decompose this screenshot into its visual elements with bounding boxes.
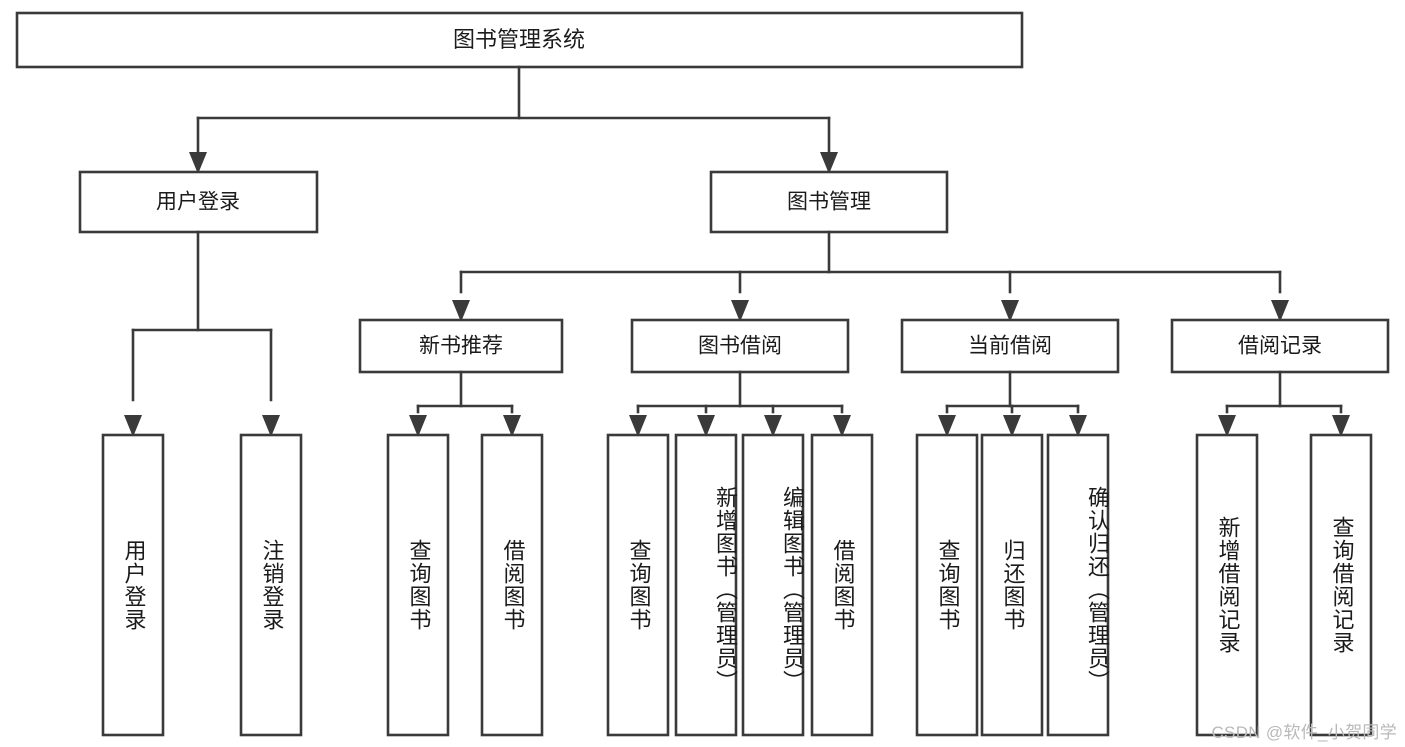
node-current-borrow-label: 当前借阅 bbox=[968, 335, 1052, 358]
node-root-box[interactable] bbox=[15, 11, 1024, 69]
node-book-borrow-label: 图书借阅 bbox=[698, 335, 782, 358]
connector-current-borrow-to-leaves bbox=[938, 370, 1087, 437]
leaf-edit-book-box[interactable] bbox=[741, 433, 805, 737]
leaf-query-record-box[interactable] bbox=[1309, 433, 1373, 737]
leaf-confirm-return-box[interactable] bbox=[1046, 433, 1110, 737]
connector-root-to-level2 bbox=[189, 65, 838, 174]
leaf-query-book-2-box[interactable] bbox=[606, 433, 670, 737]
leaf-user-login-box[interactable] bbox=[101, 433, 165, 737]
leaf-add-record-box[interactable] bbox=[1195, 433, 1259, 737]
leaf-borrow-book-1-box[interactable] bbox=[480, 433, 544, 737]
leaf-borrow-book-2-box[interactable] bbox=[810, 433, 874, 737]
connector-book-management-to-level3 bbox=[452, 230, 1289, 322]
node-user-login-box[interactable] bbox=[78, 170, 319, 234]
leaf-return-book-box[interactable] bbox=[980, 433, 1044, 737]
leaf-logout-box[interactable] bbox=[239, 433, 303, 737]
node-current-borrow-box[interactable] bbox=[900, 318, 1120, 374]
node-root-label: 图书管理系统 bbox=[453, 27, 585, 52]
connector-new-book-recommend-to-leaves bbox=[409, 370, 521, 437]
node-book-management-label: 图书管理 bbox=[787, 191, 871, 214]
leaf-add-book-box[interactable] bbox=[674, 433, 738, 737]
arrow-to-book-management bbox=[820, 152, 838, 174]
node-user-login-label: 用户登录 bbox=[156, 191, 240, 214]
leaf-query-book-1-box[interactable] bbox=[386, 433, 450, 737]
connector-user-login-to-leaves bbox=[124, 230, 280, 437]
connector-book-borrow-to-leaves bbox=[629, 370, 851, 437]
connector-borrow-record-to-leaves bbox=[1218, 370, 1350, 437]
node-new-book-recommend-label: 新书推荐 bbox=[419, 335, 503, 358]
node-borrow-record-label: 借阅记录 bbox=[1238, 335, 1322, 358]
node-new-book-recommend-box[interactable] bbox=[358, 318, 564, 374]
watermark-text: CSDN @软件_小贺同学 bbox=[1211, 723, 1397, 742]
leaf-query-book-3-box[interactable] bbox=[915, 433, 979, 737]
arrow-to-user-login bbox=[189, 152, 207, 174]
